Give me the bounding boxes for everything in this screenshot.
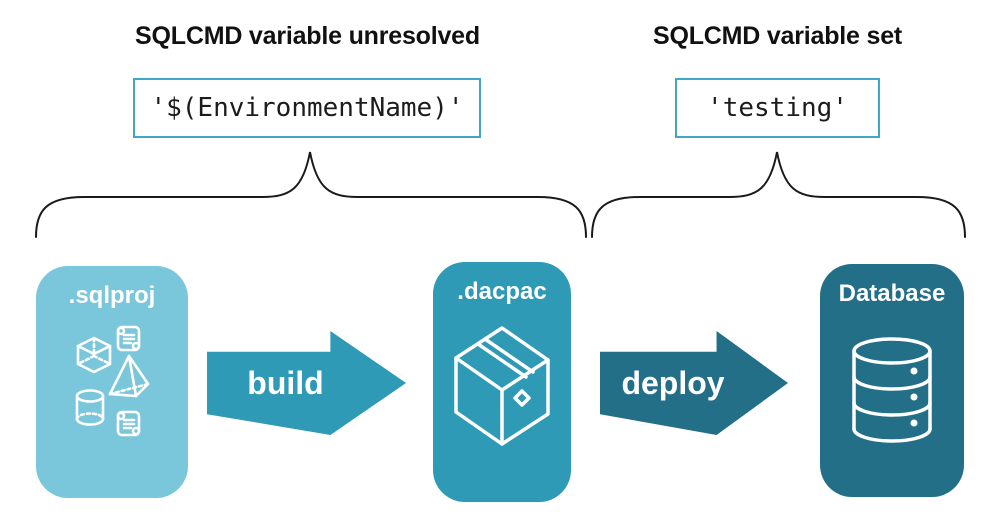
heading-unresolved: SQLCMD variable unresolved xyxy=(135,22,480,50)
deploy-arrow: deploy xyxy=(600,331,788,435)
database-cylinder-icon xyxy=(852,337,932,443)
sql-objects-icon xyxy=(75,325,150,437)
pyramid-icon xyxy=(108,354,150,398)
code-box-set: 'testing' xyxy=(675,78,880,138)
heading-set: SQLCMD variable set xyxy=(652,22,903,50)
cylinder-icon xyxy=(75,389,105,426)
script-scroll-icon xyxy=(116,325,141,352)
node-sqlproj: .sqlproj xyxy=(36,266,188,498)
node-database: Database xyxy=(820,264,964,497)
node-sqlproj-label: .sqlproj xyxy=(68,282,156,309)
script-scroll-icon xyxy=(116,410,141,437)
cube-icon xyxy=(76,336,112,374)
package-box-icon xyxy=(454,326,550,446)
build-arrow: build xyxy=(207,331,406,435)
brace-group xyxy=(35,151,966,238)
node-dacpac: .dacpac xyxy=(433,262,571,502)
node-database-label: Database xyxy=(838,280,946,307)
brace-left-icon xyxy=(35,151,587,238)
deploy-arrow-label: deploy xyxy=(621,364,725,401)
code-value-set: 'testing' xyxy=(707,93,848,123)
brace-right-icon xyxy=(591,151,966,238)
build-arrow-label: build xyxy=(247,364,324,401)
code-box-unresolved: '$(EnvironmentName)' xyxy=(133,78,481,138)
node-dacpac-label: .dacpac xyxy=(457,278,547,305)
code-value-unresolved: '$(EnvironmentName)' xyxy=(150,93,464,123)
